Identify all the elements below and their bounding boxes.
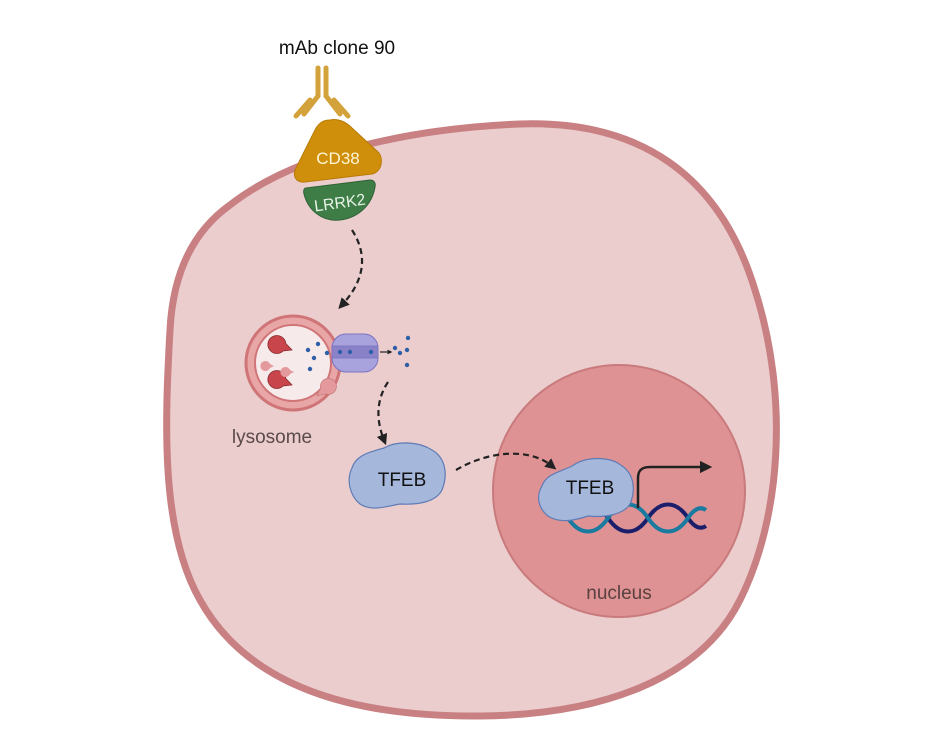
enzyme-icon [260,361,274,371]
enzyme-icon [316,378,337,397]
enzyme-icon [280,367,294,377]
enzyme-icon [267,335,293,354]
arrow-lrrk2-to-lysosome [338,229,364,310]
tfeb-cytoplasm [348,442,446,509]
tfeb-cytoplasm-label: TFEB [378,470,427,491]
nucleus-label: nucleus [586,583,652,604]
tfeb-nucleus [538,457,634,522]
arrow-lysosome-to-tfeb [376,381,389,446]
transcription-arrow-icon [636,460,713,508]
arrow-tfeb-to-nucleus [455,452,557,471]
tfeb-nucleus-label: TFEB [566,478,615,499]
cd38-label: CD38 [316,149,359,168]
antibody-icon [293,65,351,119]
lysosome [244,314,411,412]
antibody-label: mAb clone 90 [279,38,395,59]
lysosome-label: lysosome [232,427,312,448]
lrrk2-protein [303,179,376,221]
cd38-receptor [293,119,382,183]
